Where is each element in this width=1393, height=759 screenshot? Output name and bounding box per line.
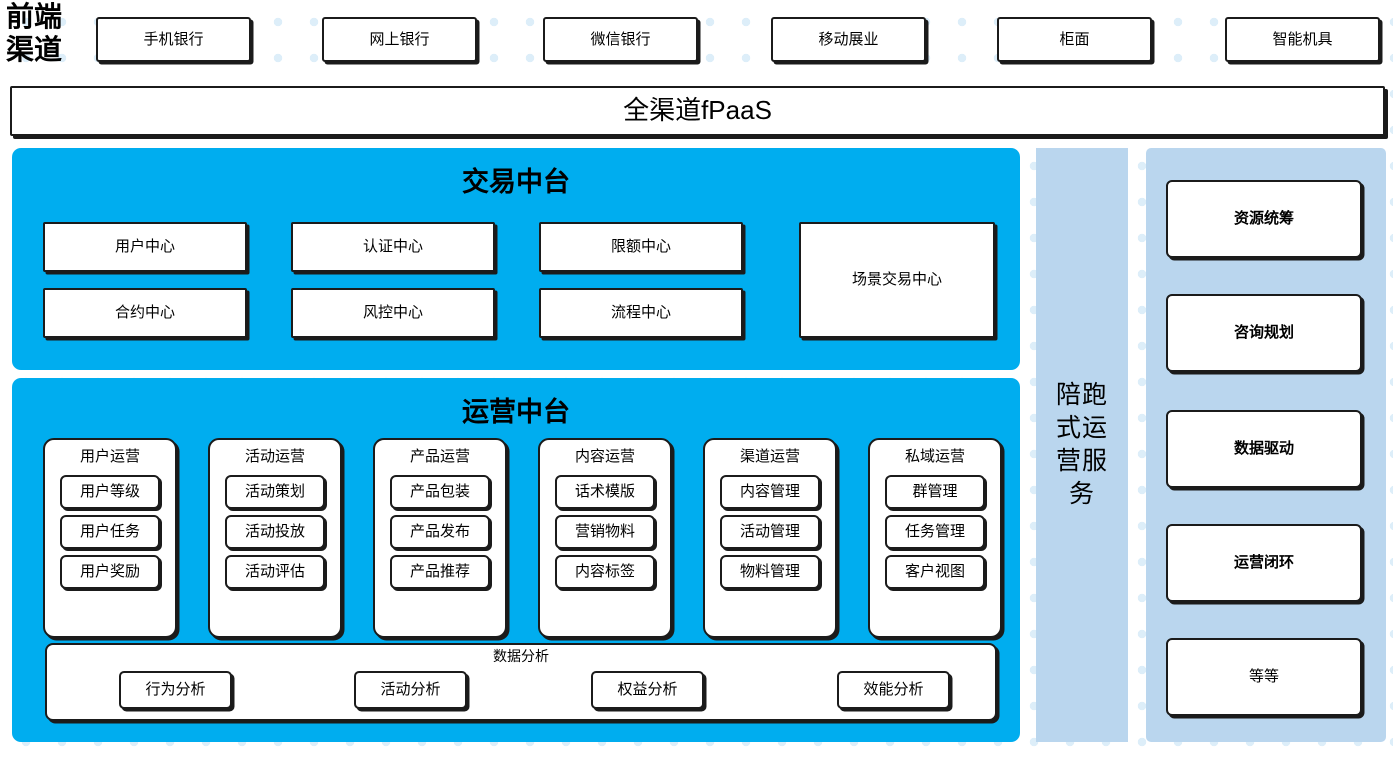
channel-chip-mobile-bank[interactable]: 手机银行	[96, 17, 251, 62]
capability-panel: 资源统筹 咨询规划 数据驱动 运营闭环 等等	[1146, 148, 1386, 742]
ops-item-product-release[interactable]: 产品发布	[390, 515, 490, 549]
ops-item-user-reward[interactable]: 用户奖励	[60, 555, 160, 589]
ops-column-title: 内容运营	[574, 448, 635, 466]
trade-box-user-center[interactable]: 用户中心	[43, 222, 247, 272]
ops-item-marketing-material[interactable]: 营销物料	[555, 515, 655, 549]
analysis-item-performance[interactable]: 效能分析	[837, 671, 950, 710]
accompanying-operation-service-column: 陪跑式运营服务	[1036, 148, 1128, 742]
ops-item-content-tag[interactable]: 内容标签	[555, 555, 655, 589]
front-end-channel-label-line2: 渠道	[6, 35, 63, 66]
ops-item-content-management[interactable]: 内容管理	[720, 475, 820, 509]
ops-item-product-packaging[interactable]: 产品包装	[390, 475, 490, 509]
front-end-channel-label-line1: 前端	[6, 2, 63, 33]
ops-column-campaign-operation[interactable]: 活动运营 活动策划 活动投放 活动评估	[208, 438, 342, 638]
ops-item-group-management[interactable]: 群管理	[885, 475, 985, 509]
ops-item-campaign-evaluation[interactable]: 活动评估	[225, 555, 325, 589]
operations-middle-platform-panel: 运营中台 用户运营 用户等级 用户任务 用户奖励 活动运营 活动策划 活动投放 …	[12, 378, 1020, 742]
ops-item-campaign-management[interactable]: 活动管理	[720, 515, 820, 549]
channel-chip-smart-device[interactable]: 智能机具	[1225, 17, 1380, 62]
trade-box-limit-center[interactable]: 限额中心	[539, 222, 743, 272]
ops-column-product-operation[interactable]: 产品运营 产品包装 产品发布 产品推荐	[373, 438, 507, 638]
ops-column-channel-operation[interactable]: 渠道运营 内容管理 活动管理 物料管理	[703, 438, 837, 638]
trade-box-process-center[interactable]: 流程中心	[539, 288, 743, 338]
analysis-item-benefit[interactable]: 权益分析	[591, 671, 704, 710]
capability-item-data-driven[interactable]: 数据驱动	[1166, 410, 1362, 488]
ops-item-campaign-delivery[interactable]: 活动投放	[225, 515, 325, 549]
ops-item-customer-view[interactable]: 客户视图	[885, 555, 985, 589]
ops-column-user-operation[interactable]: 用户运营 用户等级 用户任务 用户奖励	[43, 438, 177, 638]
trade-box-contract-center[interactable]: 合约中心	[43, 288, 247, 338]
capability-item-consulting-planning[interactable]: 咨询规划	[1166, 294, 1362, 372]
data-analysis-items: 行为分析 活动分析 权益分析 效能分析	[47, 664, 995, 719]
ops-column-private-domain-operation[interactable]: 私域运营 群管理 任务管理 客户视图	[868, 438, 1002, 638]
ops-item-material-management[interactable]: 物料管理	[720, 555, 820, 589]
data-analysis-group: 数据分析 行为分析 活动分析 权益分析 效能分析	[45, 643, 997, 721]
channel-chip-mobile-field[interactable]: 移动展业	[771, 17, 926, 62]
ops-column-title: 产品运营	[409, 448, 470, 466]
ops-item-campaign-planning[interactable]: 活动策划	[225, 475, 325, 509]
ops-item-script-template[interactable]: 话术模版	[555, 475, 655, 509]
operations-middle-platform-title: 运营中台	[462, 397, 570, 427]
trade-middle-platform-title: 交易中台	[462, 167, 570, 197]
ops-item-user-level[interactable]: 用户等级	[60, 475, 160, 509]
ops-column-title: 私域运营	[904, 448, 965, 466]
accompanying-operation-service-label: 陪跑式运营服务	[1055, 381, 1108, 508]
trade-box-risk-center[interactable]: 风控中心	[291, 288, 495, 338]
analysis-item-behavior[interactable]: 行为分析	[119, 671, 232, 710]
ops-item-task-management[interactable]: 任务管理	[885, 515, 985, 549]
capability-item-resource-coordination[interactable]: 资源统筹	[1166, 180, 1362, 258]
capability-item-operation-closed-loop[interactable]: 运营闭环	[1166, 524, 1362, 602]
ops-column-title: 渠道运营	[739, 448, 800, 466]
ops-item-user-task[interactable]: 用户任务	[60, 515, 160, 549]
front-end-channel-row: 前端 渠道 手机银行 网上银行 微信银行 移动展业 柜面 智能机具	[0, 0, 1393, 80]
trade-middle-platform-panel: 交易中台 用户中心 认证中心 限额中心 合约中心 风控中心 流程中心 场景交易中…	[12, 148, 1020, 370]
ops-column-title: 活动运营	[244, 448, 305, 466]
channel-chip-online-bank[interactable]: 网上银行	[322, 17, 477, 62]
front-end-channel-label: 前端 渠道	[6, 1, 86, 67]
channel-chip-counter[interactable]: 柜面	[997, 17, 1152, 62]
ops-column-title: 用户运营	[79, 448, 140, 466]
data-analysis-title: 数据分析	[493, 648, 549, 664]
omni-channel-fpaas-bar[interactable]: 全渠道fPaaS	[10, 86, 1385, 136]
ops-item-product-recommendation[interactable]: 产品推荐	[390, 555, 490, 589]
capability-item-etc[interactable]: 等等	[1166, 638, 1362, 716]
channel-chip-wechat-bank[interactable]: 微信银行	[543, 17, 698, 62]
analysis-item-campaign[interactable]: 活动分析	[354, 671, 467, 710]
ops-column-content-operation[interactable]: 内容运营 话术模版 营销物料 内容标签	[538, 438, 672, 638]
trade-box-auth-center[interactable]: 认证中心	[291, 222, 495, 272]
trade-box-scenario-transaction-center[interactable]: 场景交易中心	[799, 222, 995, 338]
